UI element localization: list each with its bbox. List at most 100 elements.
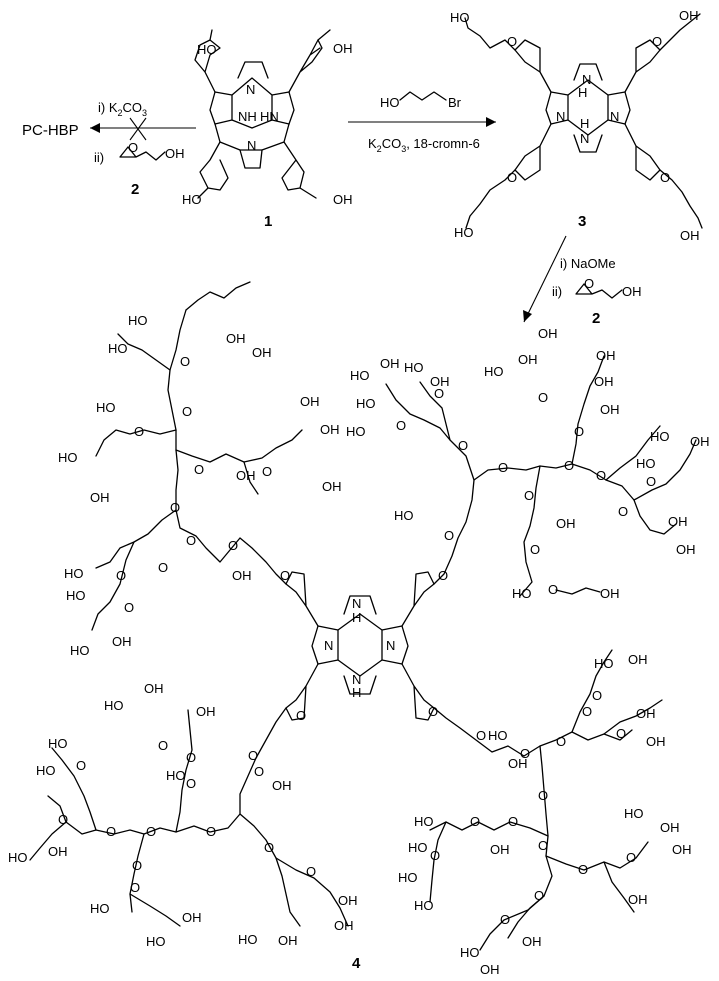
o-label: O	[396, 418, 406, 433]
reagent-right-base: K2CO3, 18-cromn-6	[368, 136, 480, 154]
oh-label: OH	[165, 146, 185, 161]
o-label: O	[128, 140, 138, 155]
n-label: N	[580, 131, 589, 146]
oh-label: HO	[346, 424, 366, 439]
oh-label: OH	[334, 918, 354, 933]
oh-label: OH	[252, 345, 272, 360]
o-label: O	[186, 750, 196, 765]
o-label: O	[458, 438, 468, 453]
n-label: N	[247, 138, 256, 153]
h-label: H	[352, 685, 361, 700]
glycidol-left	[119, 146, 166, 161]
glycidol-down	[575, 283, 623, 299]
oh-label: HO	[108, 341, 128, 356]
oh-label: HO	[512, 586, 532, 601]
o-label: O	[280, 568, 290, 583]
o-label: O	[564, 458, 574, 473]
o-label: O	[596, 468, 606, 483]
oh-label: HO	[8, 850, 28, 865]
o-label: O	[444, 528, 454, 543]
o-label: O	[434, 386, 444, 401]
oh-label: HO	[408, 840, 428, 855]
oh-label: HO	[450, 10, 470, 25]
o-label: O	[470, 814, 480, 829]
oh-label: OH	[646, 734, 666, 749]
oh-label: HO	[70, 643, 90, 658]
oh-label: HO	[66, 588, 86, 603]
oh-label: OH	[660, 820, 680, 835]
oh-label: OH	[556, 516, 576, 531]
oh-label: HO	[64, 566, 84, 581]
dendron-lower-right	[429, 649, 663, 951]
oh-label: HO	[398, 870, 418, 885]
o-label: O	[430, 848, 440, 863]
oh-label: OH	[226, 331, 246, 346]
o-label: O	[578, 862, 588, 877]
o-label: O	[248, 748, 258, 763]
reagent-left-i: i) K2CO3	[98, 100, 147, 118]
o-label: O	[228, 538, 238, 553]
reagent-bromo: Br	[448, 95, 462, 110]
oh-label: OH	[680, 228, 700, 243]
o-label: O	[500, 912, 510, 927]
o-label: O	[194, 462, 204, 477]
oh-label: OH	[300, 394, 320, 409]
n-label: N	[324, 638, 333, 653]
dendron-upper-left	[91, 281, 303, 631]
oh-label: OH	[144, 681, 164, 696]
o-label: O	[538, 788, 548, 803]
o-label: O	[548, 582, 558, 597]
o-label: O	[206, 824, 216, 839]
oh-label: OH	[594, 374, 614, 389]
o-label: O	[660, 170, 670, 185]
o-label: O	[306, 864, 316, 879]
oh-label: OH	[522, 934, 542, 949]
o-label: O	[508, 814, 518, 829]
oh-label: HO	[350, 368, 370, 383]
o-label: O	[584, 276, 594, 291]
o-label: O	[58, 812, 68, 827]
oh-label: HO	[48, 736, 68, 751]
o-label: O	[524, 488, 534, 503]
oh-label: OH	[596, 348, 616, 363]
o-label: O	[507, 170, 517, 185]
oh-label: OH	[622, 284, 642, 299]
o-label: O	[146, 824, 156, 839]
o-label: O	[158, 560, 168, 575]
o-label: O	[76, 758, 86, 773]
o-label: O	[652, 34, 662, 49]
oh-label: OH	[672, 842, 692, 857]
n-label: N	[352, 596, 361, 611]
oh-label: HO	[414, 814, 434, 829]
oh-label: HO	[128, 313, 148, 328]
o-label: O	[116, 568, 126, 583]
n-label: N	[582, 72, 591, 87]
n-label: N	[556, 109, 565, 124]
oh-label: HO	[460, 945, 480, 960]
o-label: O	[134, 424, 144, 439]
n-label: N	[386, 638, 395, 653]
oh-label: HO	[96, 400, 116, 415]
o-label: O	[534, 888, 544, 903]
reagent-down-ii: ii)	[552, 284, 562, 299]
compound-1-number: 1	[264, 213, 272, 230]
oh-label: OH	[278, 933, 298, 948]
left-reaction-arrow	[90, 117, 196, 141]
oh-label: HO	[636, 456, 656, 471]
oh-label: OH	[518, 352, 538, 367]
compound-4-number: 4	[352, 955, 361, 972]
o-label: O	[582, 704, 592, 719]
n-label: N	[246, 82, 255, 97]
n-label: N	[610, 109, 619, 124]
down-reaction-arrow	[523, 235, 567, 323]
o-label: O	[296, 708, 306, 723]
oh-label: HO	[404, 360, 424, 375]
oh-label: OH	[320, 422, 340, 437]
o-label: O	[574, 424, 584, 439]
porphyrin-compound-3	[464, 13, 703, 229]
o-label: O	[530, 542, 540, 557]
oh-label: HO	[238, 932, 258, 947]
o-label: O	[124, 600, 134, 615]
oh-label: OH	[508, 756, 528, 771]
